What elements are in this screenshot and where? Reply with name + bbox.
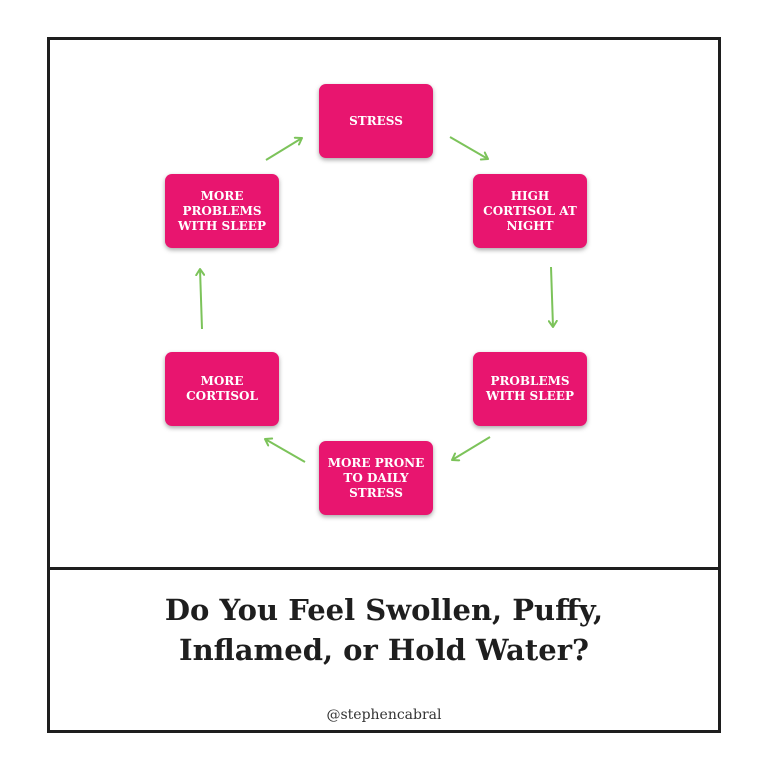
node-high-cortisol-at-night: HIGH CORTISOL AT NIGHT xyxy=(473,174,587,248)
node-more-problems-with-sleep: MORE PROBLEMS WITH SLEEP xyxy=(165,174,279,248)
headline: Do You Feel Swollen, Puffy, Inflamed, or… xyxy=(164,593,604,667)
node-stress: STRESS xyxy=(319,84,433,158)
node-more-prone-to-daily-stress: MORE PRONE TO DAILY STRESS xyxy=(319,441,433,515)
section-divider xyxy=(47,567,721,570)
node-problems-with-sleep: PROBLEMS WITH SLEEP xyxy=(473,352,587,426)
node-more-cortisol: MORE CORTISOL xyxy=(165,352,279,426)
author-handle: @stephencabral xyxy=(326,707,442,723)
